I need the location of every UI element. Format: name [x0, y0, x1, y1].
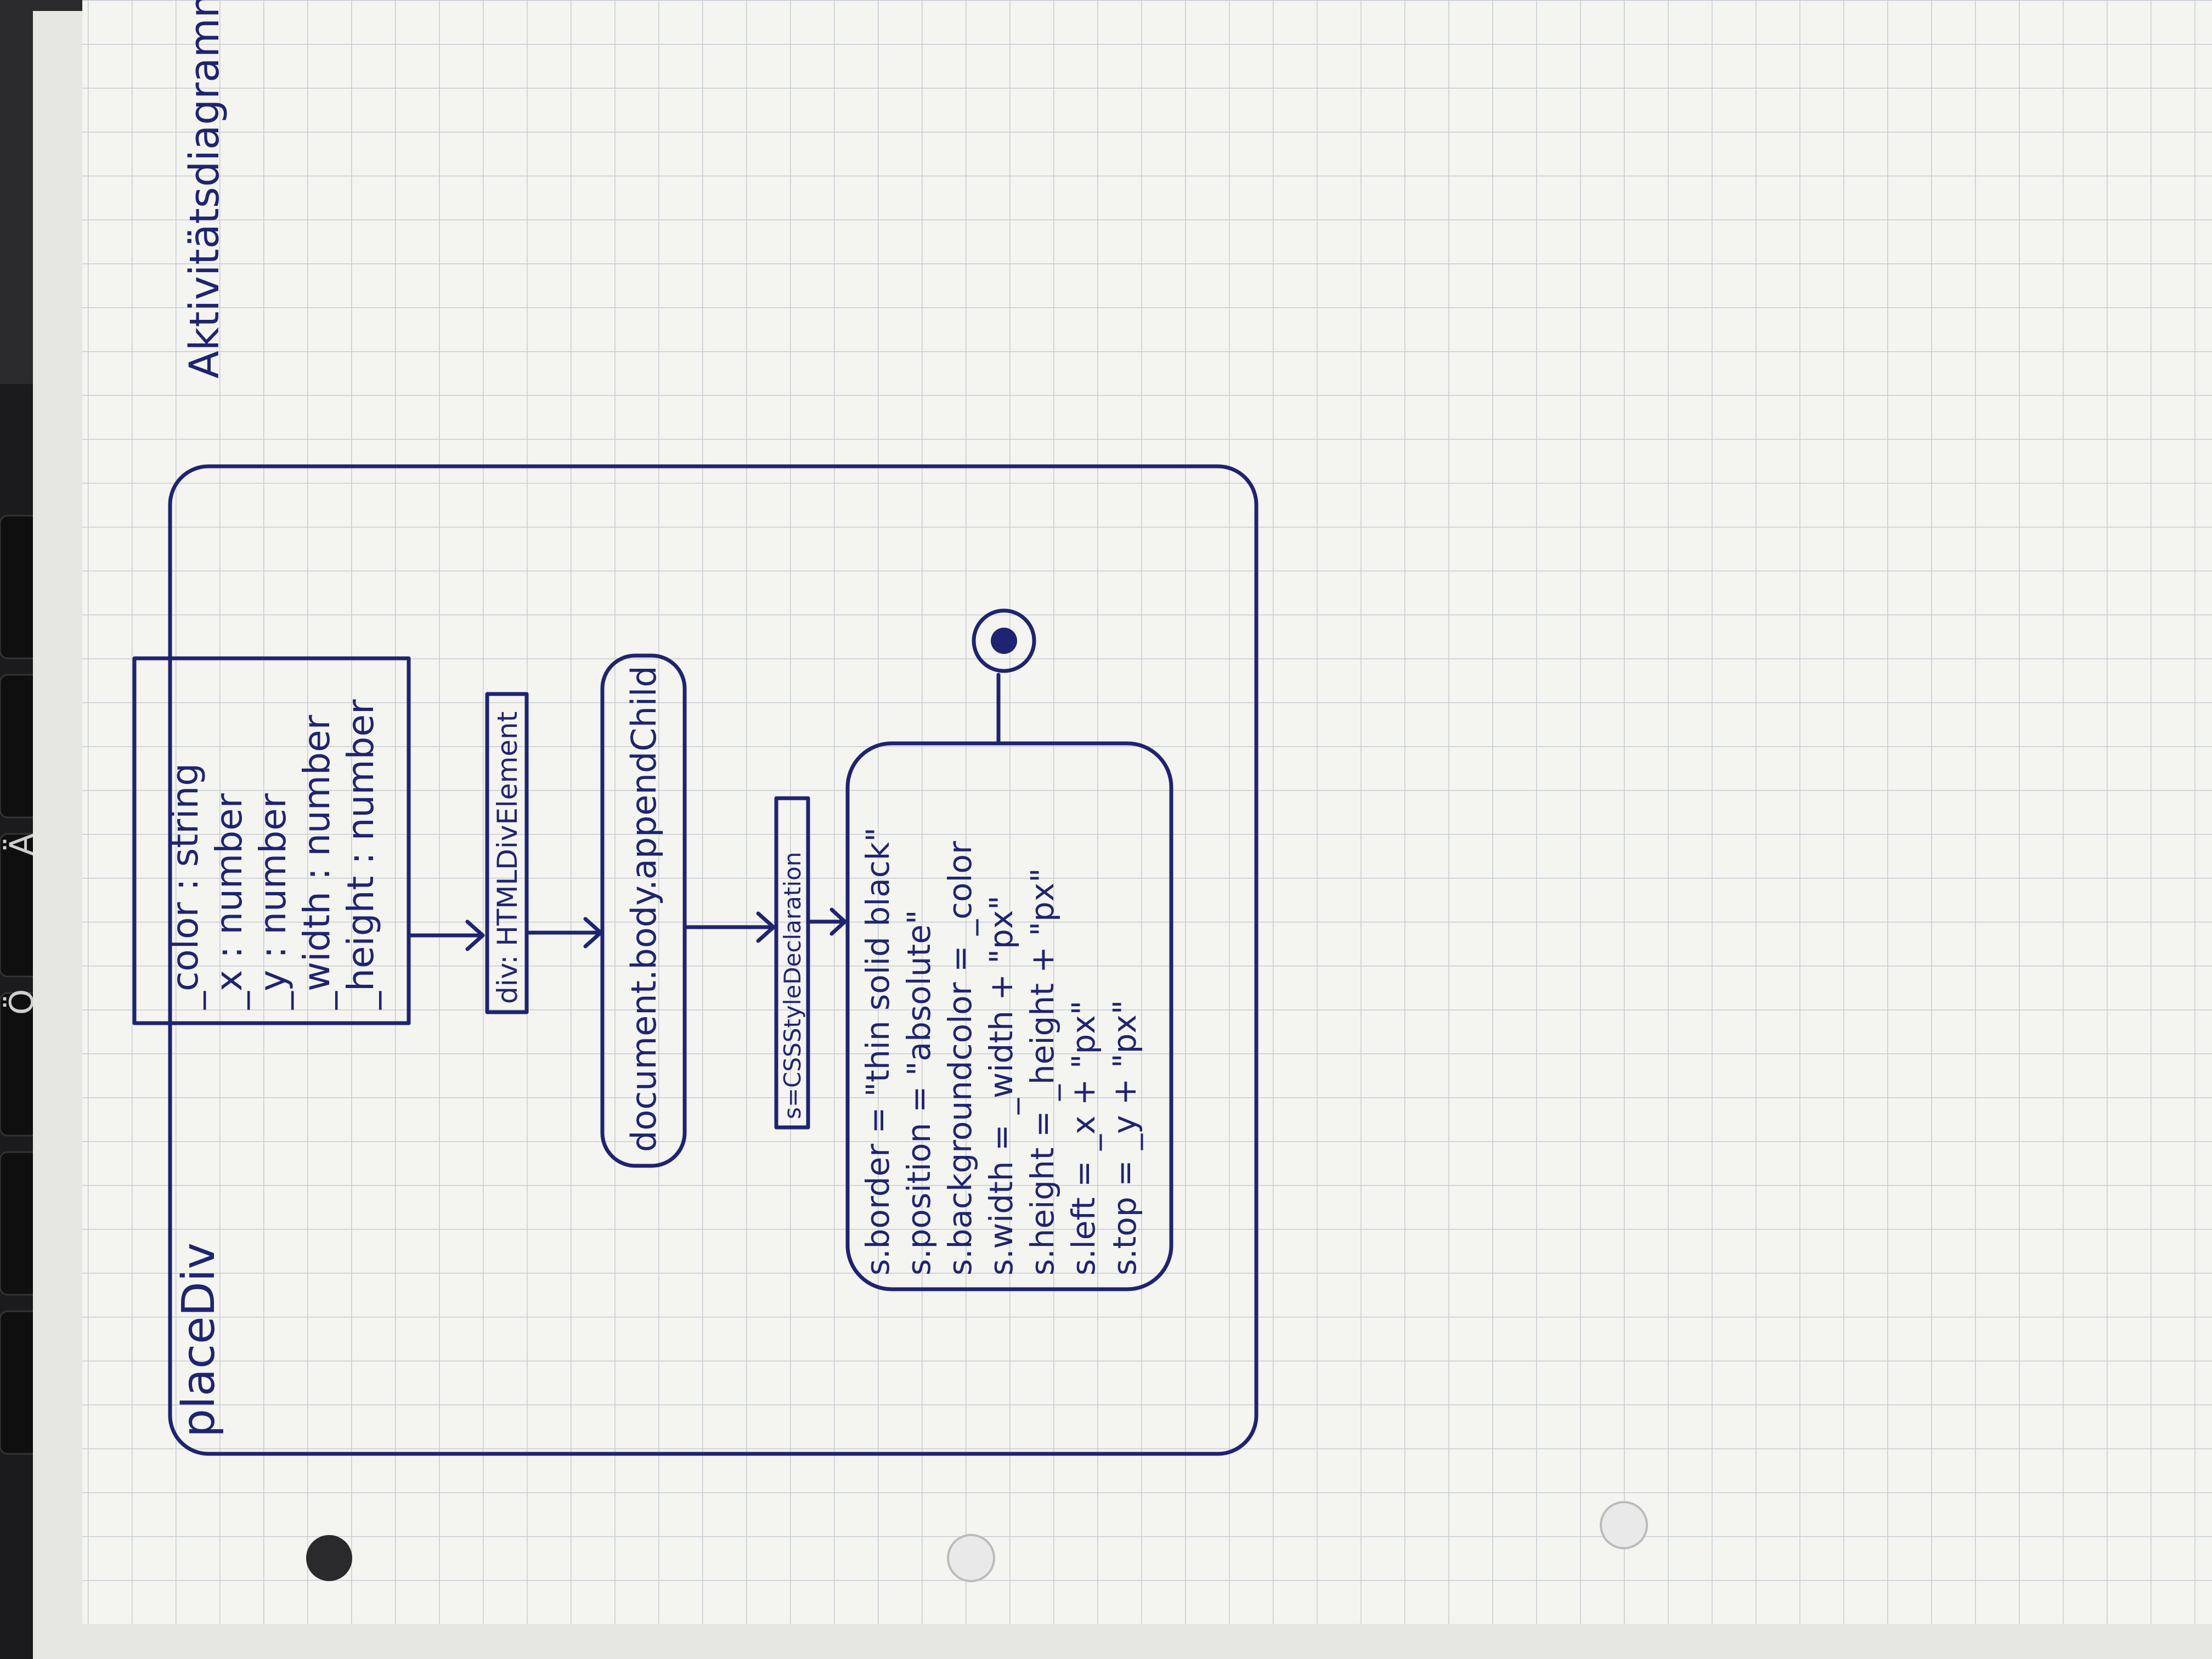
action-append-label: document.body.appendChild	[624, 665, 664, 1152]
style-width: s.width = _width + "px"	[983, 895, 1020, 1276]
flow-arrow	[524, 917, 603, 949]
style-position: s.position = "absolute"	[900, 910, 938, 1276]
style-height: s.height = _height + "px"	[1024, 868, 1061, 1276]
flow-arrow	[682, 911, 776, 943]
param-width: _width : number	[296, 714, 338, 1010]
param-y: _y : number	[252, 793, 294, 1010]
activity-name: placeDiv	[173, 1243, 225, 1437]
flow-arrow	[407, 919, 485, 951]
parameter-node	[132, 656, 411, 1025]
style-left: s.left = _x + "px"	[1065, 1001, 1102, 1276]
diagram-labels: Aktivitätsdiagramm 2 placeDiv _color : s…	[164, 0, 1143, 1437]
param-x: _x : number	[208, 793, 250, 1010]
activity-diagram	[132, 464, 1259, 1456]
action-node-append	[600, 653, 687, 1168]
punch-hole	[947, 1534, 995, 1582]
param-height: _height : number	[340, 699, 382, 1010]
flow-arrow	[806, 907, 847, 936]
action-node-style	[845, 741, 1173, 1291]
grid-paper	[82, 0, 2212, 1624]
punch-hole	[306, 1535, 352, 1581]
object-style-label: s=CSSStyleDeclaration	[779, 852, 806, 1119]
object-node-style	[774, 796, 810, 1130]
punch-hole	[1600, 1501, 1648, 1549]
param-color: _color : string	[164, 763, 206, 1010]
style-backgroundcolor: s.backgroundcolor = _color	[941, 841, 979, 1276]
style-top: s.top = _y + "px"	[1106, 1000, 1143, 1276]
object-div-label: div: HTMLDivElement	[492, 712, 523, 1004]
activity-final-node-center	[991, 628, 1017, 654]
style-border: s.border = "thin solid black"	[859, 827, 896, 1276]
diagram-heading: Aktivitätsdiagramm 2	[181, 0, 228, 379]
object-node-div	[485, 692, 529, 1014]
activity-final-node	[972, 608, 1036, 673]
activity-frame	[168, 464, 1259, 1456]
